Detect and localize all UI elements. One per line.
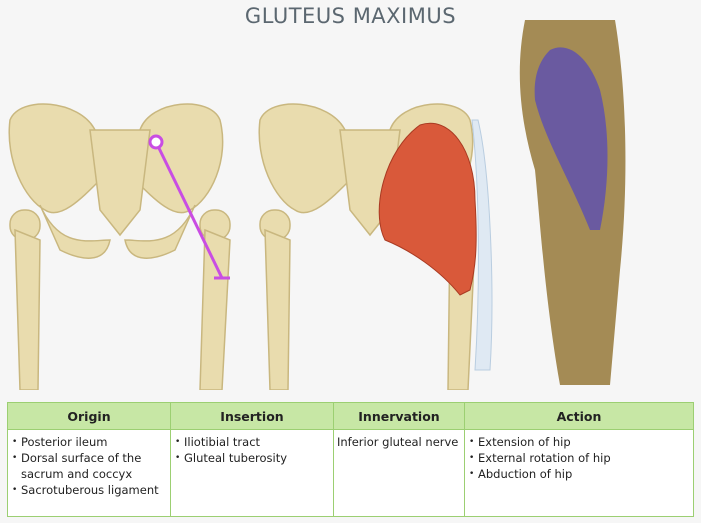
origin-item: Posterior ileum: [12, 434, 167, 450]
origin-item: Dorsal surface of the sacrum and coccyx: [12, 450, 167, 482]
cadaver-dissection-photo: [519, 20, 626, 385]
muscle-info-table: Origin Insertion Innervation Action Post…: [7, 402, 694, 517]
header-innervation: Innervation: [333, 402, 465, 430]
pelvis-muscle-illustration: [258, 103, 493, 390]
pelvis-origin-insertion-illustration: [8, 103, 231, 390]
action-cell: Extension of hip External rotation of hi…: [464, 429, 694, 517]
insertion-cell: Iliotibial tract Gluteal tuberosity: [170, 429, 334, 517]
origin-item: Sacrotuberous ligament: [12, 482, 167, 498]
action-item: External rotation of hip: [469, 450, 690, 466]
header-insertion: Insertion: [170, 402, 334, 430]
action-item: Extension of hip: [469, 434, 690, 450]
header-origin: Origin: [7, 402, 171, 430]
page-title: GLUTEUS MAXIMUS: [244, 4, 457, 28]
innervation-cell: Inferior gluteal nerve: [333, 429, 465, 517]
insertion-item: Iliotibial tract: [175, 434, 330, 450]
origin-cell: Posterior ileum Dorsal surface of the sa…: [7, 429, 171, 517]
header-action: Action: [464, 402, 694, 430]
action-item: Abduction of hip: [469, 466, 690, 482]
insertion-item: Gluteal tuberosity: [175, 450, 330, 466]
